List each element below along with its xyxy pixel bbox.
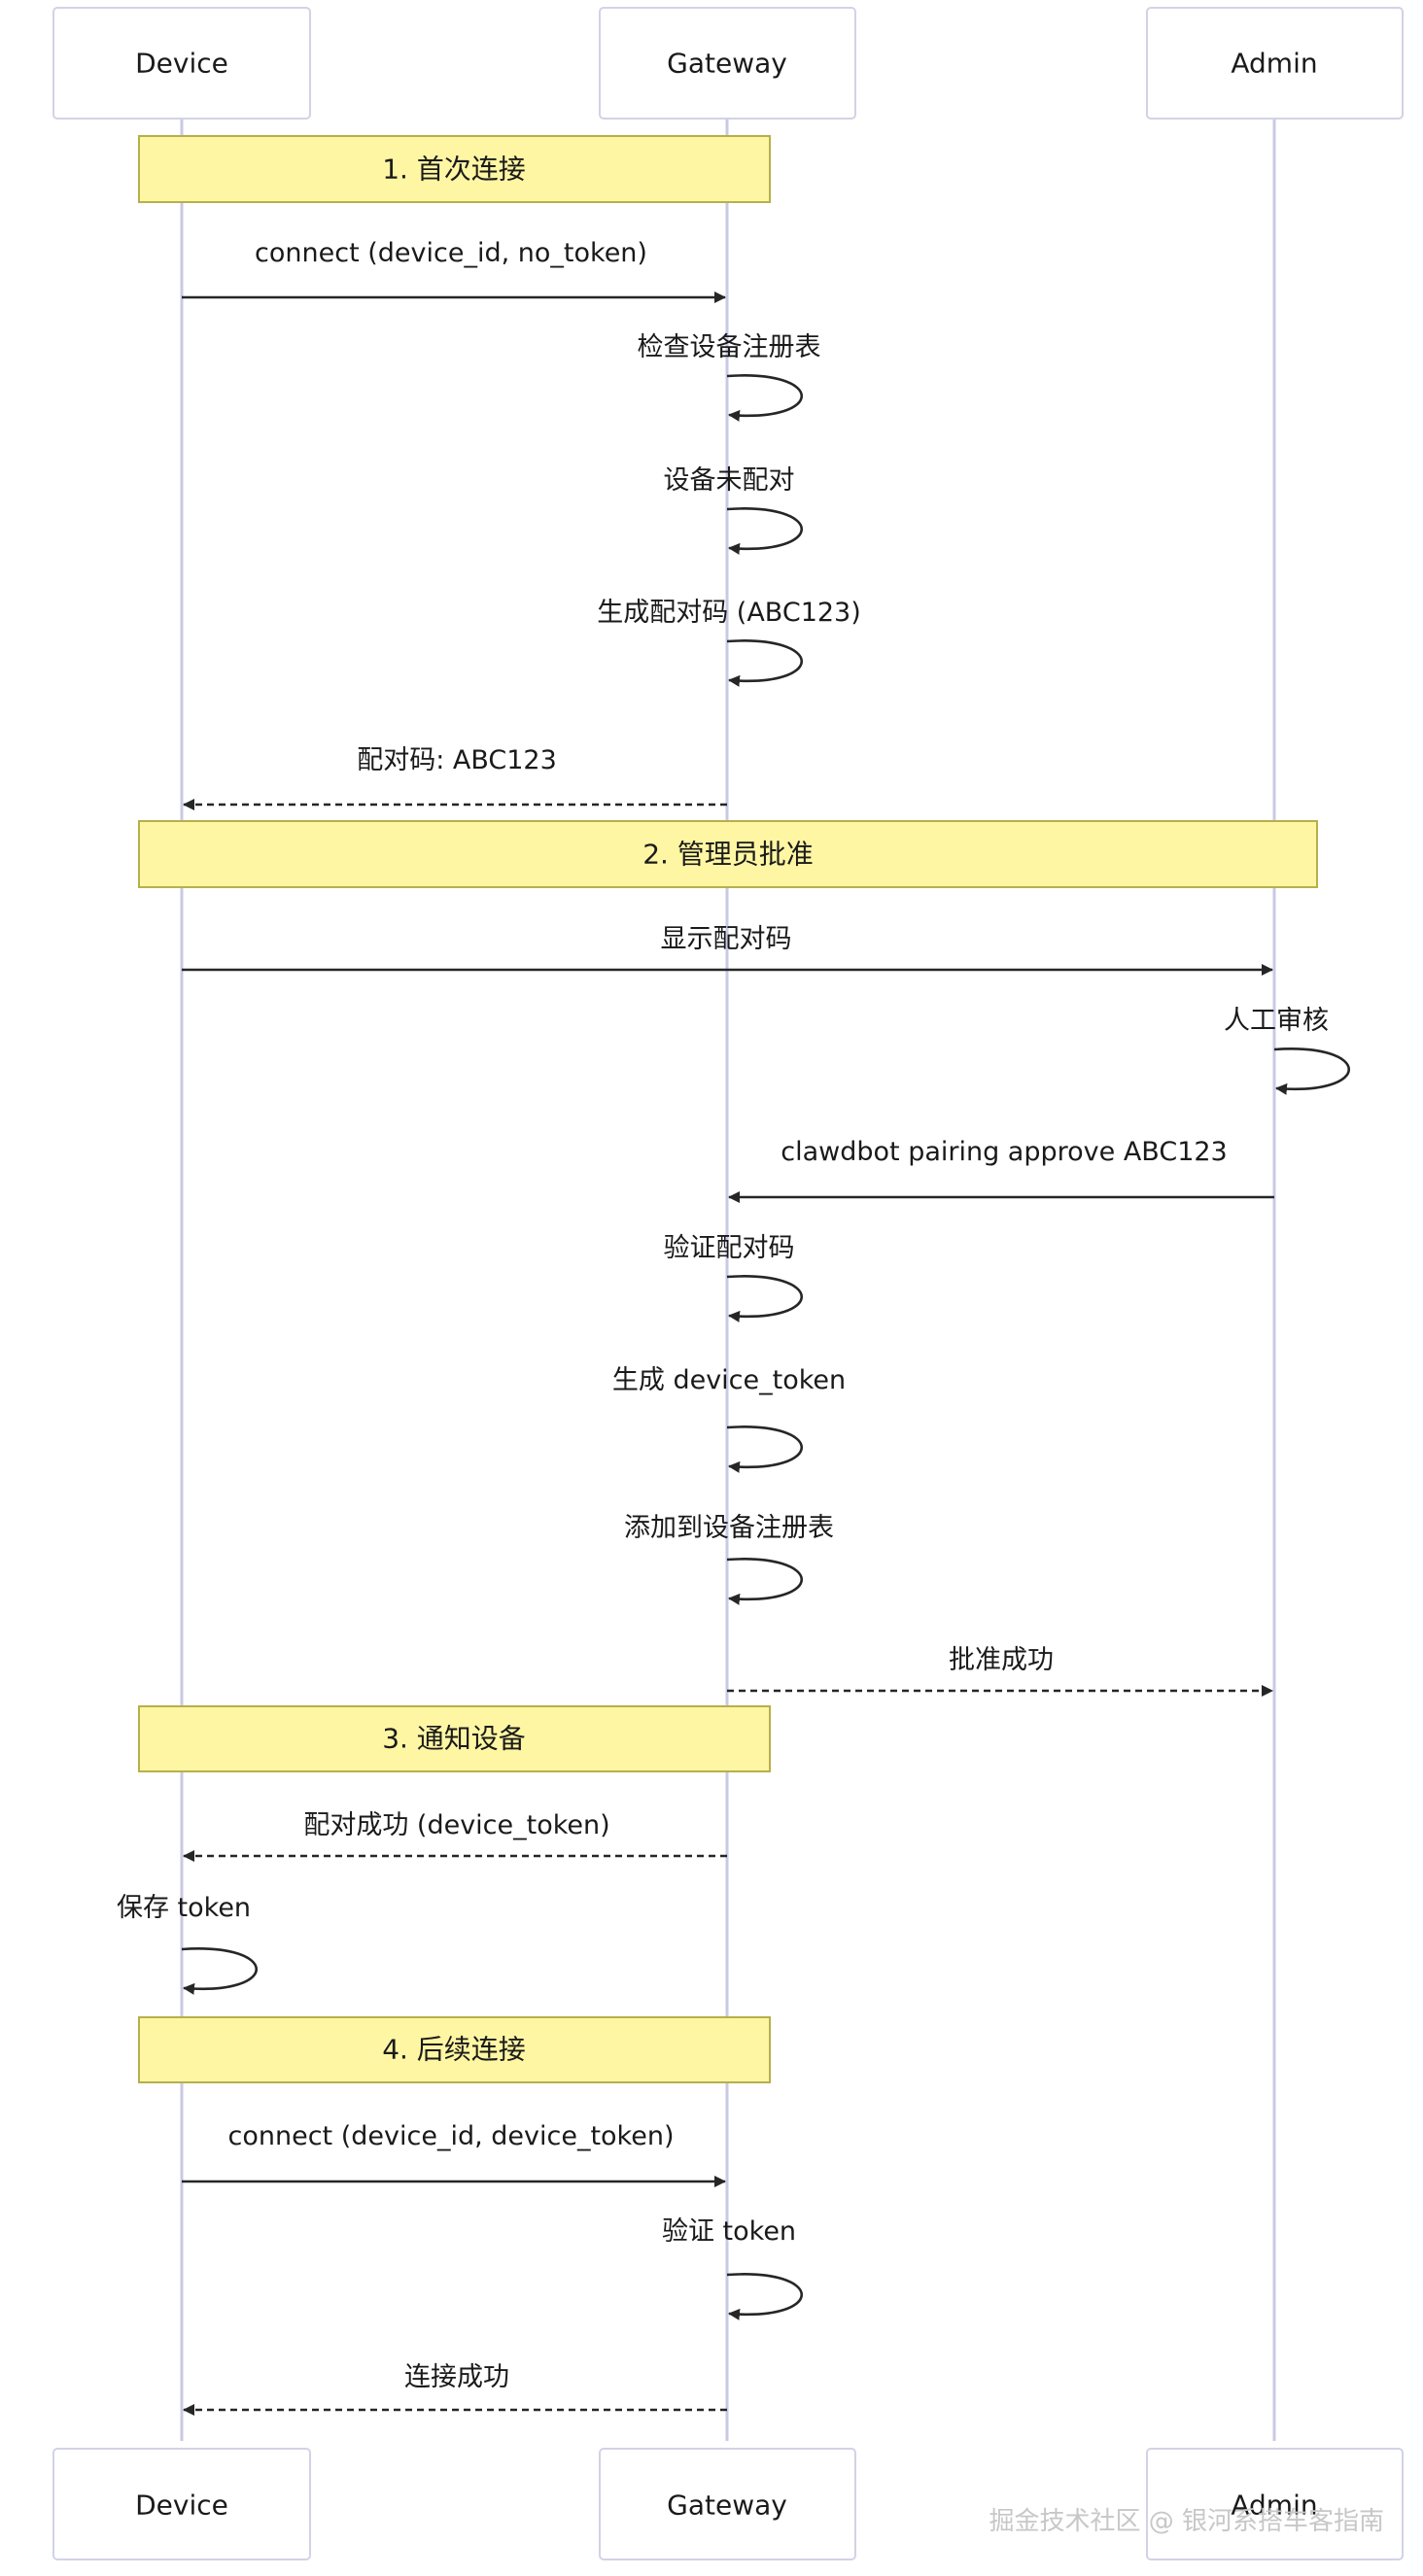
- message-label: 生成 device_token: [612, 1365, 846, 1395]
- section-label: 4. 后续连接: [382, 2034, 526, 2066]
- message-label: clawdbot pairing approve ABC123: [781, 1137, 1228, 1167]
- actor-label: Admin: [1231, 2490, 1317, 2522]
- self-message-arrow: [726, 374, 803, 422]
- actor-label: Admin: [1231, 48, 1317, 80]
- actor-admin-top: Admin: [1146, 7, 1404, 120]
- message-label: connect (device_id, no_token): [255, 238, 647, 268]
- self-message-arrow: [726, 1425, 803, 1473]
- message-label: connect (device_id, device_token): [228, 2121, 675, 2151]
- actor-gateway-top: Gateway: [599, 7, 856, 120]
- actor-label: Gateway: [667, 48, 787, 80]
- message-label: 检查设备注册表: [638, 332, 821, 362]
- message-label: 人工审核: [1224, 1006, 1329, 1036]
- message-label: 生成配对码 (ABC123): [597, 598, 861, 628]
- section-note-4: 4. 后续连接: [138, 2016, 771, 2083]
- message-label: 显示配对码: [661, 924, 792, 954]
- actor-label: Device: [135, 2490, 228, 2522]
- self-message-arrow: [1273, 1048, 1350, 1095]
- self-message-arrow: [726, 1275, 803, 1322]
- message-label: 保存 token: [117, 1893, 251, 1923]
- section-note-1: 1. 首次连接: [138, 135, 771, 203]
- section-label: 1. 首次连接: [382, 154, 526, 186]
- self-message-arrow: [181, 1947, 258, 1995]
- section-label: 2. 管理员批准: [642, 839, 814, 871]
- actor-label: Device: [135, 48, 228, 80]
- actor-device-top: Device: [52, 7, 311, 120]
- self-message-arrow: [726, 507, 803, 555]
- actor-label: Gateway: [667, 2490, 787, 2522]
- message-label: 添加到设备注册表: [624, 1513, 834, 1543]
- message-label: 设备未配对: [664, 465, 795, 496]
- message-label: 验证配对码: [664, 1233, 795, 1263]
- self-message-arrow: [726, 1558, 803, 1605]
- message-label: 配对码: ABC123: [357, 745, 557, 775]
- actor-admin-bottom: Admin: [1146, 2448, 1404, 2560]
- section-label: 3. 通知设备: [382, 1723, 526, 1755]
- message-label: 连接成功: [404, 2362, 509, 2392]
- actor-device-bottom: Device: [52, 2448, 311, 2560]
- watermark-text: 掘金技术社区 @ 银河系搭车客指南: [989, 2507, 1384, 2536]
- section-note-3: 3. 通知设备: [138, 1705, 771, 1772]
- message-label: 批准成功: [949, 1645, 1054, 1675]
- self-message-arrow: [726, 639, 803, 687]
- actor-gateway-bottom: Gateway: [599, 2448, 856, 2560]
- message-label: 验证 token: [662, 2216, 796, 2247]
- self-message-arrow: [726, 2273, 803, 2320]
- message-label: 配对成功 (device_token): [303, 1810, 609, 1840]
- section-note-2: 2. 管理员批准: [138, 820, 1318, 888]
